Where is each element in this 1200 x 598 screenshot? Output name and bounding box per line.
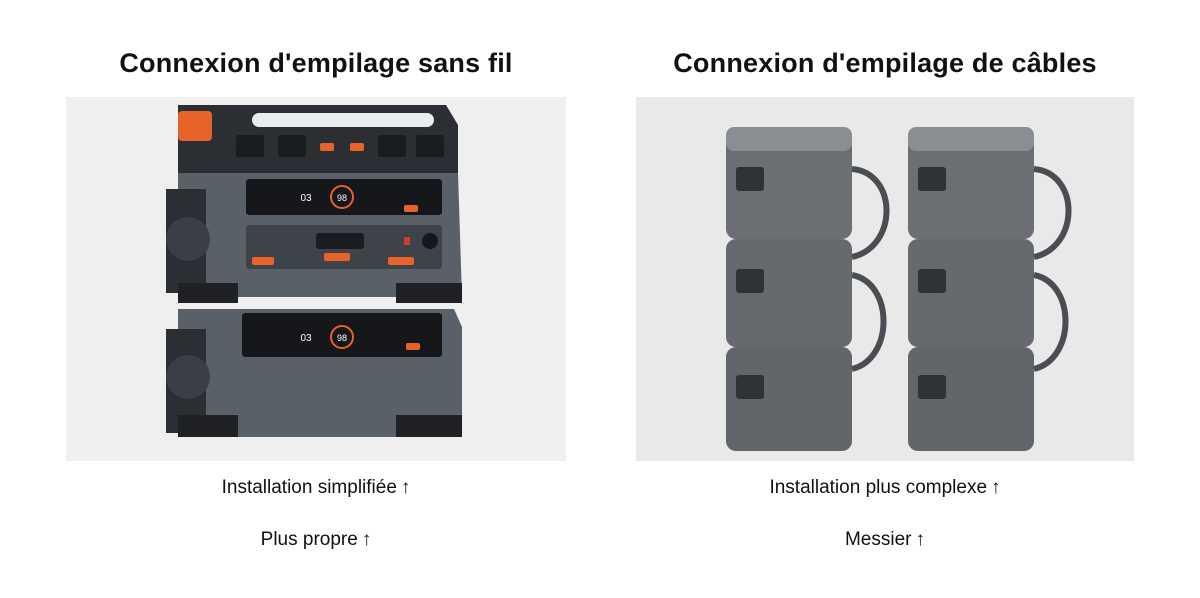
wireless-stacking-image: 98 03 98 03 [66,97,566,461]
left-cabled-stack [726,127,890,451]
lower-display-percent: 98 [337,333,347,343]
wireless-benefit-clean: Plus propre↑ [66,529,566,551]
top-battery-unit [178,105,458,191]
lower-expansion-unit: 98 03 [166,283,462,437]
cable-caption-installation: Installation plus complexe [769,477,988,498]
wireless-power-station-stack: 98 03 98 03 [166,105,462,437]
upper-readout: 03 [300,193,312,204]
wireless-caption-clean: Plus propre [260,529,358,550]
wireless-stacking-title: Connexion d'empilage sans fil [119,48,513,78]
upper-power-station: 98 03 [166,173,462,297]
cable-drawback-installation: Installation plus complexe↑ [636,477,1134,499]
right-cabled-stack [908,127,1072,451]
cable-stacking-image [636,97,1134,461]
cable-stacking-title: Connexion d'empilage de câbles [673,48,1097,78]
up-arrow-icon: ↑ [991,477,1001,498]
up-arrow-icon: ↑ [915,529,926,550]
wireless-caption-installation: Installation simplifiée [221,477,397,498]
cabled-power-station-stacks [726,127,1072,451]
wireless-benefit-installation: Installation simplifiée↑ [66,477,566,499]
upper-display-percent: 98 [337,193,347,203]
cable-drawback-messy: Messier↑ [636,529,1134,551]
lower-readout: 03 [300,333,312,344]
cable-caption-messy: Messier [844,529,912,550]
up-arrow-icon: ↑ [361,529,372,550]
up-arrow-icon: ↑ [400,477,411,498]
